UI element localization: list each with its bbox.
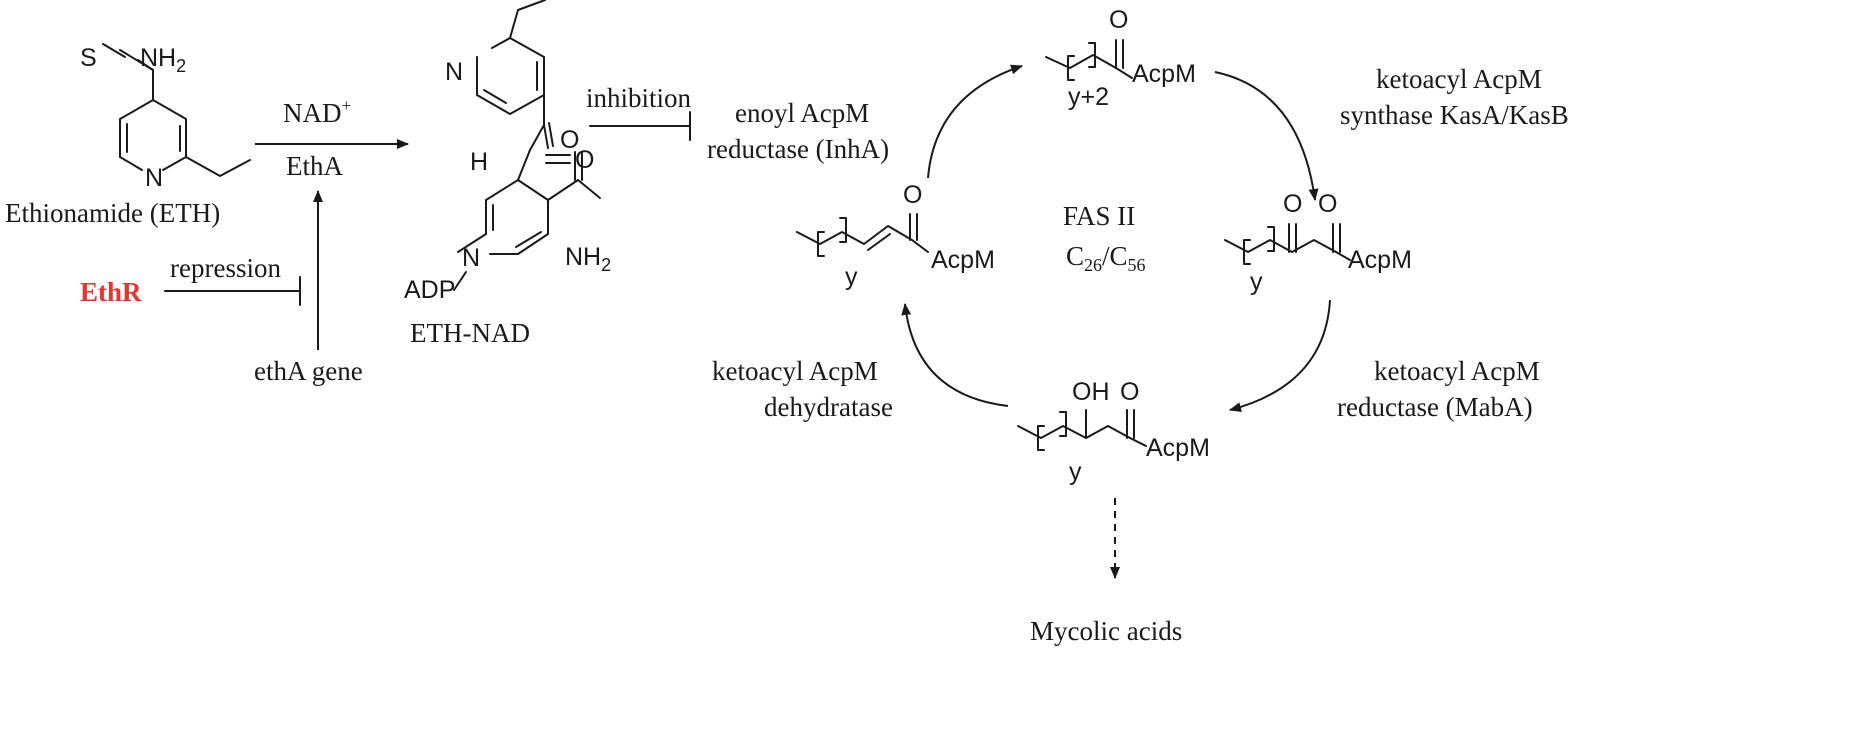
inha-label-line1: enoyl AcpM [735,98,869,128]
repression-label: repression [170,253,281,283]
cycle-arrow-inha [927,64,1023,179]
ketoacyl-o1-atom: O [1283,190,1302,218]
stereo-h-atom: H [470,148,488,176]
ketoacyl-acpm-structure: O O AcpM y [1224,190,1412,296]
upper-pyridine-n-atom: N [445,58,463,86]
nad-amide-nh2-atom: NH2 [565,243,611,275]
amide-o-atom: O [560,126,579,154]
fas-cycle-arrows [901,64,1331,579]
enoyl-acpm-structure: O AcpM y [796,181,995,291]
enoyl-o-atom: O [903,181,922,209]
ketoacyl-acpm: AcpM [1348,246,1412,274]
enoyl-acpm: AcpM [931,246,995,274]
adp-group: ADP [404,276,455,304]
acyl-acpm-structure: O AcpM y+2 [1045,6,1196,111]
ketoacyl-y-subscript: y [1250,268,1263,296]
kasab-label-line1: ketoacyl AcpM [1376,64,1542,94]
etha-gene-label: ethA gene [254,356,363,386]
acyl-acpm: AcpM [1132,60,1196,88]
cycle-arrow-kas [1214,71,1319,201]
dihydropyridine-n-atom: N [462,244,480,272]
nad-plus-label: NAD+ [283,96,351,128]
pyridine-n-atom: N [145,164,163,192]
hydroxyl-group: OH [1072,378,1110,406]
hydroxyacyl-o-atom: O [1120,378,1139,406]
sulfur-atom: S [80,44,97,72]
dehydratase-label-line2: dehydratase [764,392,893,422]
eth-nad-label: ETH-NAD [410,318,530,348]
hydroxyacyl-acpm: AcpM [1146,434,1210,462]
inha-label-line2: reductase (InhA) [707,134,889,164]
ethr-repression: EthR repression [80,253,301,307]
ethr-label: EthR [80,277,142,307]
enoyl-y-subscript: y [845,263,858,291]
amide-nh2-atom: NH2 [140,44,186,76]
chain-length-label: C26/C56 [1066,241,1146,275]
maba-label-line2: reductase (MabA) [1337,392,1533,422]
ketone-o-atom: O [575,146,594,174]
eth-nad-structure: N O H O NH2 N ADP ETH-NAD [404,0,611,348]
maba-label-line1: ketoacyl AcpM [1374,356,1540,386]
acyl-y2-subscript: y+2 [1068,83,1109,111]
etha-enzyme-label: EthA [286,151,343,181]
inhibition-label: inhibition [586,83,692,113]
kasab-label-line2: synthase KasA/KasB [1340,100,1569,130]
ethionamide-label: Ethionamide (ETH) [5,198,220,228]
fas-ii-label: FAS II [1063,201,1135,231]
acyl-o-atom: O [1109,6,1128,34]
activation-step: NAD+ EthA ethA gene [254,96,409,386]
inhibition-step: inhibition [586,83,692,141]
mycolic-acids-label: Mycolic acids [1030,616,1182,646]
cycle-arrow-dehydratase [901,303,1009,407]
ketoacyl-o2-atom: O [1318,190,1337,218]
hydroxyacyl-y-subscript: y [1069,458,1082,486]
ethionamide-structure: S NH2 N Ethionamide (ETH) [5,43,251,228]
cycle-arrow-maba [1229,299,1331,413]
hydroxyacyl-acpm-structure: OH O AcpM y [1017,378,1210,486]
dehydratase-label-line1: ketoacyl AcpM [712,356,878,386]
